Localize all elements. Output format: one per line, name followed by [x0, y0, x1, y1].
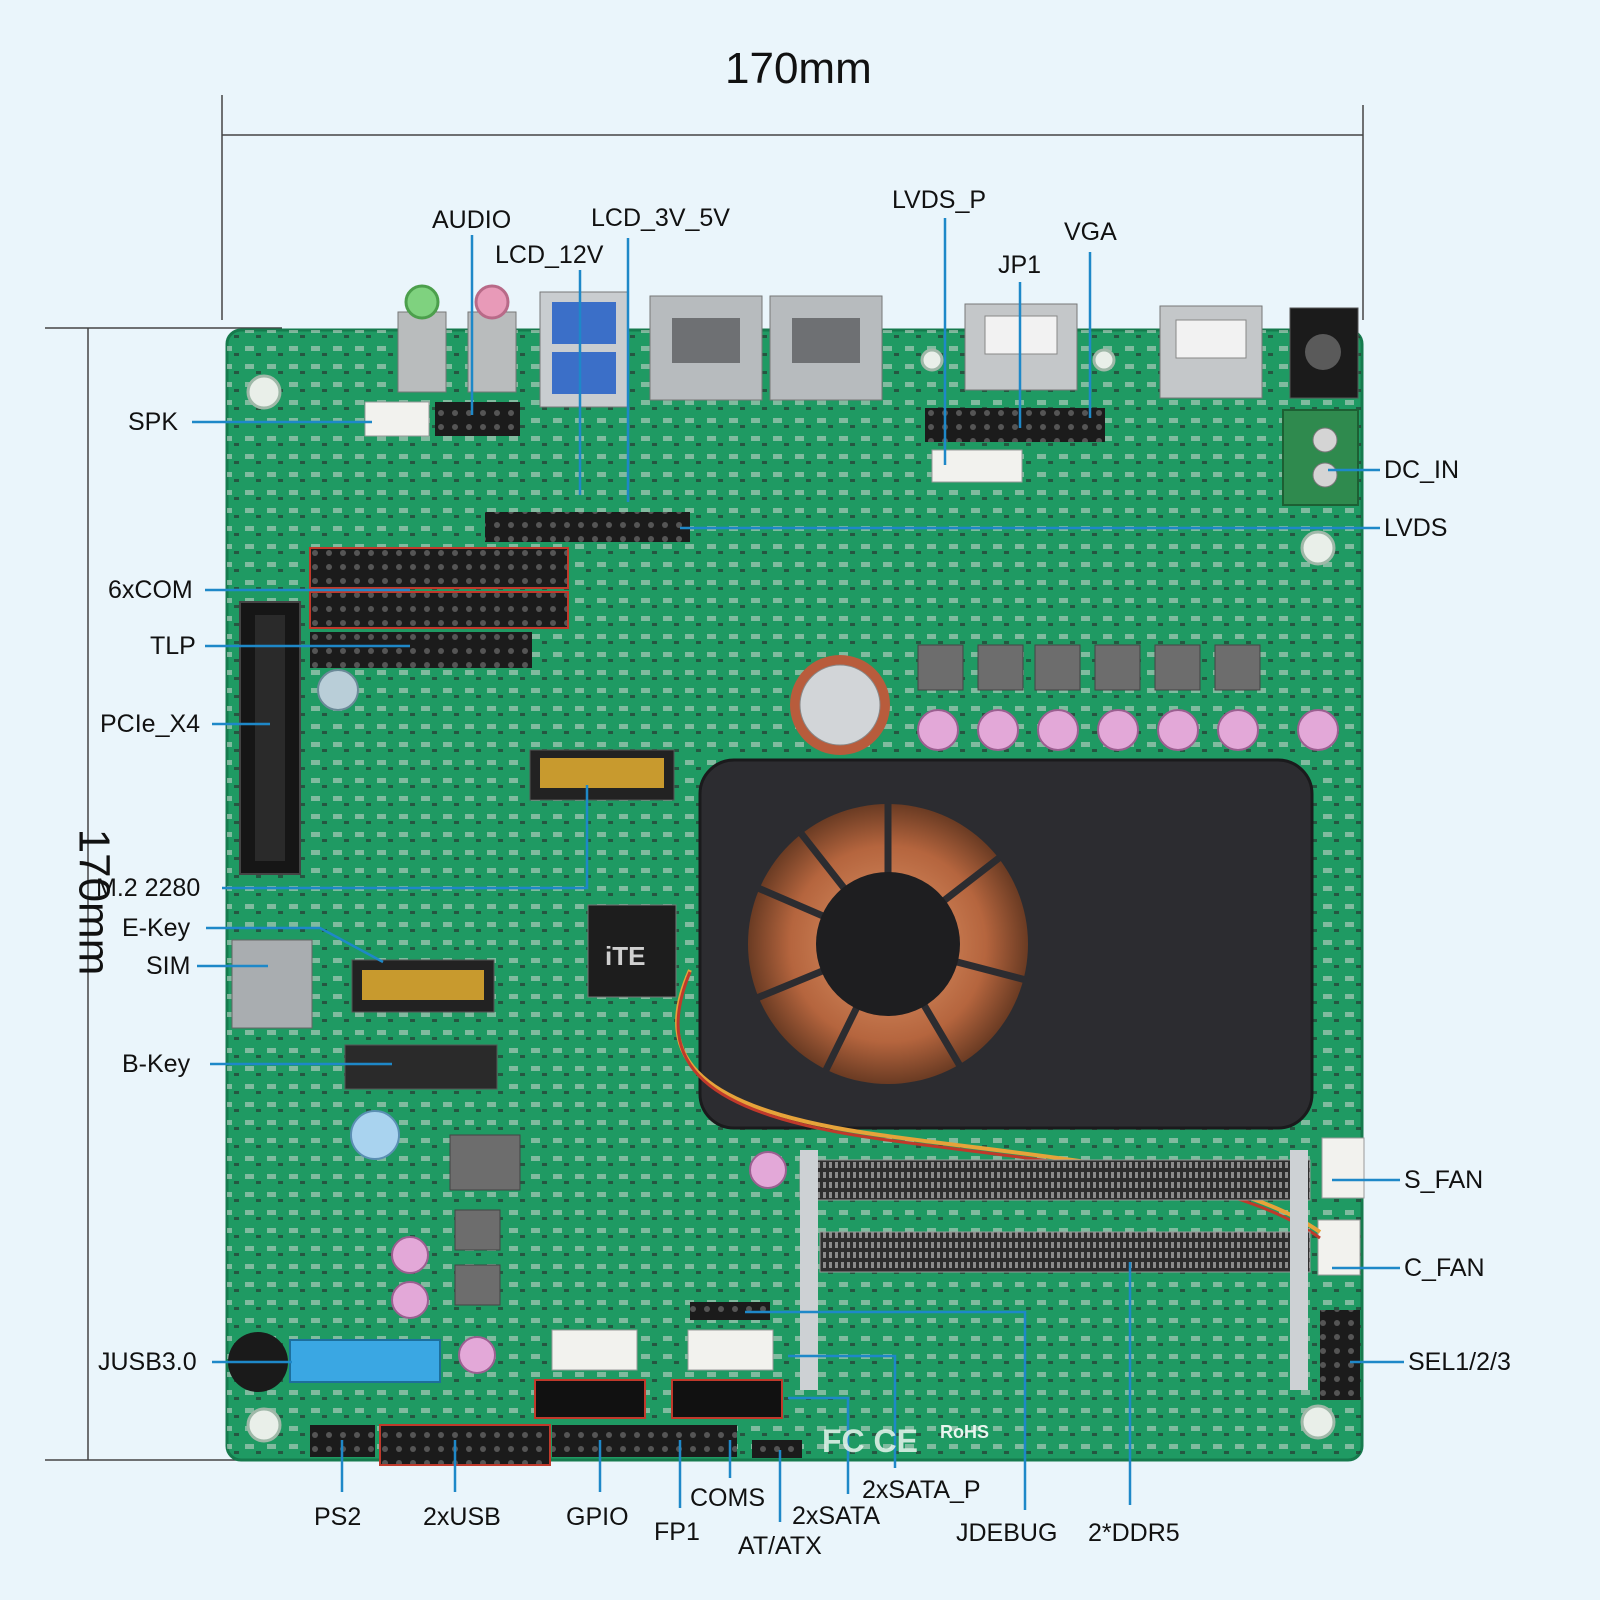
vrm-inductors: [449, 644, 1261, 1306]
label-at-atx: AT/ATX: [738, 1532, 822, 1560]
dc-in-terminal: [1282, 409, 1359, 506]
jusb3-header: [289, 1339, 441, 1383]
label-lvds: LVDS: [1384, 514, 1448, 542]
label-6xcom: 6xCOM: [108, 576, 193, 604]
fcc-print: FC CE: [822, 1423, 918, 1459]
label-2xusb: 2xUSB: [423, 1503, 501, 1531]
capacitors: [391, 709, 1339, 1374]
label-pcie-x4: PCIe_X4: [100, 710, 201, 738]
rohs-print: RoHS: [940, 1422, 989, 1442]
label-tlp: TLP: [150, 632, 196, 660]
label-2xsata-p: 2xSATA_P: [862, 1476, 981, 1504]
height-dimension-label: 170mm: [69, 828, 119, 976]
label-dc-in: DC_IN: [1384, 456, 1460, 484]
label-vga: VGA: [1064, 218, 1117, 246]
cpu-heatsink: [698, 758, 1314, 1130]
cmos-battery: [790, 655, 890, 755]
label-audio: AUDIO: [432, 206, 512, 234]
superio-chip: [587, 904, 677, 998]
label-s-fan: S_FAN: [1404, 1166, 1484, 1194]
label-coms: COMS: [690, 1484, 765, 1512]
label-jp1: JP1: [998, 251, 1042, 279]
label-spk: SPK: [128, 408, 179, 436]
label-fp1: FP1: [654, 1518, 700, 1546]
pointer-lines: [192, 218, 1404, 1522]
width-dimension: [221, 95, 1364, 320]
label-sim: SIM: [146, 952, 191, 980]
label-2xsata: 2xSATA: [792, 1502, 880, 1530]
label-lvds-p: LVDS_P: [892, 186, 987, 214]
label-c-fan: C_FAN: [1404, 1254, 1485, 1282]
white-connectors: [364, 401, 1365, 1371]
sim-slot: [231, 939, 313, 1029]
label-jusb3: JUSB3.0: [98, 1348, 197, 1376]
width-dimension-label: 170mm: [725, 44, 872, 93]
label-2ddr5: 2*DDR5: [1088, 1519, 1180, 1547]
label-ps2: PS2: [314, 1503, 362, 1531]
label-sel123: SEL1/2/3: [1408, 1348, 1511, 1376]
label-lcd-12v: LCD_12V: [495, 241, 604, 269]
capacitor-blue: [317, 669, 359, 711]
capacitor-blue-2: [350, 1110, 400, 1160]
rear-io-connectors: [397, 284, 1359, 408]
label-gpio: GPIO: [566, 1503, 629, 1531]
chip-brand-print: iTE: [605, 941, 645, 971]
label-b-key: B-Key: [122, 1050, 191, 1078]
ddr5-sockets: [799, 1150, 1311, 1390]
label-m2-2280: M.2 2280: [96, 874, 201, 902]
m2-slots: [344, 749, 675, 1090]
label-jdebug: JDEBUG: [956, 1519, 1058, 1547]
mounting-holes: [246, 348, 1336, 1443]
sata-connectors: [534, 1379, 783, 1419]
label-e-key: E-Key: [122, 914, 191, 942]
label-lcd-3v-5v: LCD_3V_5V: [591, 204, 730, 232]
pin-headers: [309, 402, 1360, 1466]
height-dimension: [45, 327, 282, 1461]
